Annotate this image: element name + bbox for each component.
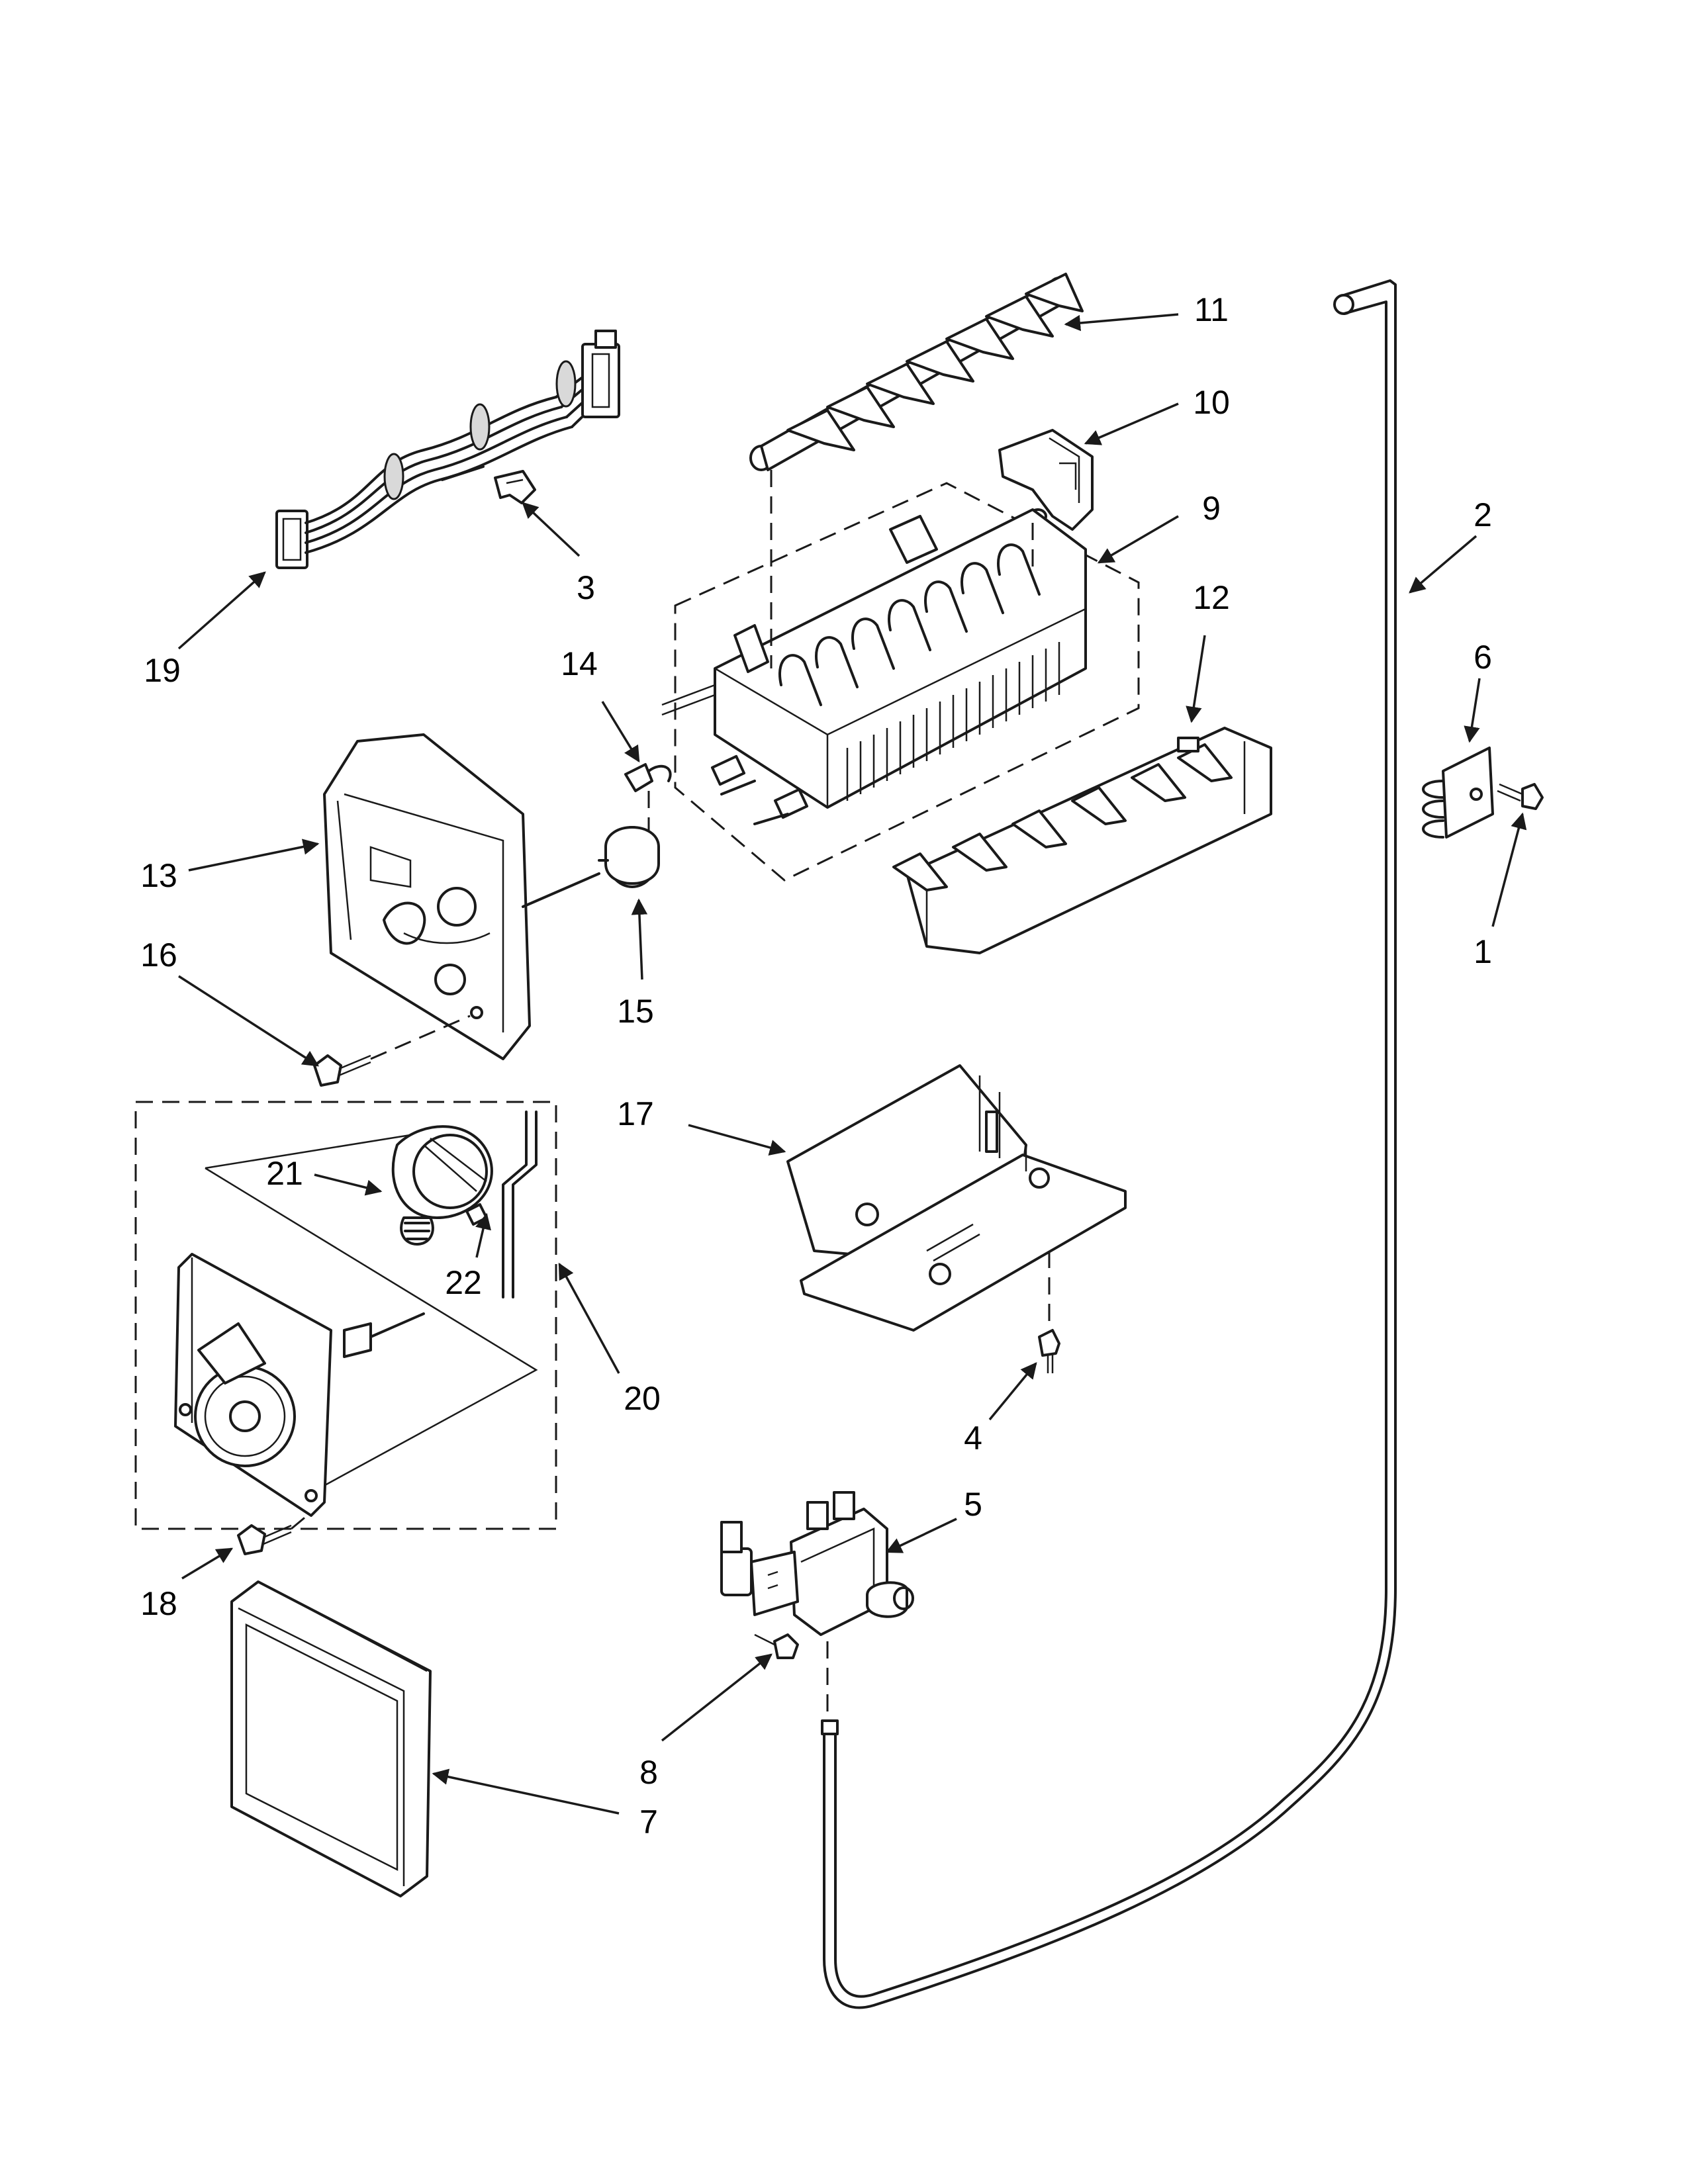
leader-lines (177, 313, 1527, 1815)
fill-tube-part-2 (821, 279, 1397, 2009)
callout-18: 18 (140, 1585, 177, 1622)
screw-part-16 (313, 1015, 471, 1087)
stripper-part-12 (892, 727, 1272, 954)
callout-9: 9 (1202, 490, 1221, 527)
insulation-pad-part-7 (230, 1580, 432, 1897)
screw-part-1 (1497, 783, 1544, 810)
control-housing-part-13 (323, 733, 600, 1060)
control-module-part-20 (134, 1101, 557, 1555)
callout-7: 7 (639, 1803, 658, 1841)
mold-fins (846, 642, 1060, 801)
mold-cavities (778, 543, 1041, 706)
shield-part-17 (786, 1064, 1127, 1332)
harness-clip-part-3 (494, 470, 536, 504)
callout-15: 15 (617, 993, 654, 1030)
callout-16: 16 (140, 936, 177, 974)
callout-13: 13 (140, 857, 177, 894)
callout-labels: 11 10 9 12 2 6 1 3 19 14 15 13 16 17 21 … (140, 291, 1492, 1841)
tube-clamp-part-6 (1422, 747, 1494, 839)
callout-11: 11 (1194, 291, 1229, 328)
callout-17: 17 (617, 1095, 654, 1132)
callout-5: 5 (964, 1486, 982, 1523)
callout-20: 20 (624, 1380, 661, 1417)
screw-part-18 (237, 1511, 312, 1555)
callout-8: 8 (639, 1754, 658, 1791)
callout-12: 12 (1193, 579, 1230, 616)
thermostat-clip-part-14 (624, 763, 672, 834)
screw-part-4 (1038, 1329, 1060, 1373)
callout-3: 3 (577, 569, 595, 606)
callout-2: 2 (1474, 496, 1492, 533)
callout-10: 10 (1193, 384, 1230, 421)
ejector-shaft-part-11 (749, 273, 1084, 471)
callout-6: 6 (1474, 639, 1492, 676)
motor-part-21 (391, 1125, 493, 1246)
callout-21: 21 (266, 1155, 303, 1192)
mold-cover-part-10 (998, 429, 1094, 531)
callout-4: 4 (964, 1420, 982, 1457)
ice-mold-part-9 (661, 470, 1140, 882)
callout-22: 22 (445, 1264, 482, 1301)
callout-14: 14 (561, 645, 598, 682)
wire-harness-part-19 (275, 330, 620, 569)
callout-19: 19 (144, 652, 181, 689)
callout-1: 1 (1474, 933, 1492, 970)
water-valve-part-5 (720, 1491, 914, 1727)
thermostat-part-15 (598, 826, 660, 888)
screw-part-8 (754, 1633, 799, 1659)
